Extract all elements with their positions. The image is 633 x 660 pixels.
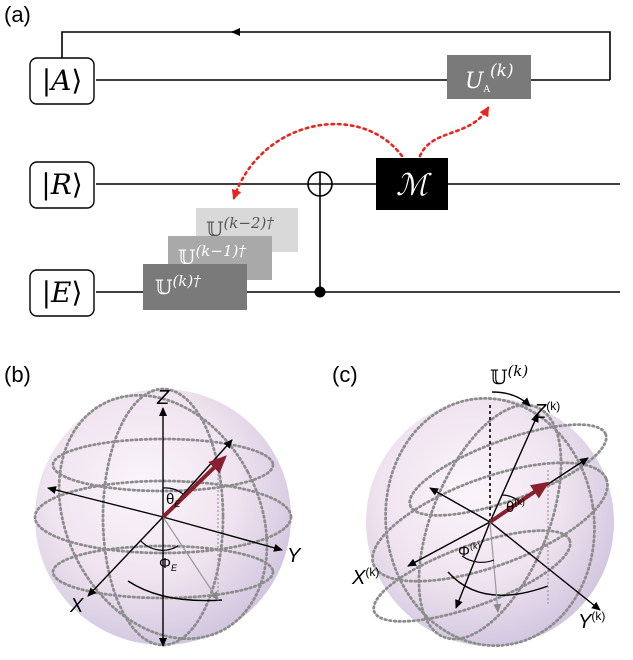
theta-label-c: θ(k) (506, 497, 525, 516)
phi-label-c: Φ(k) (458, 541, 480, 560)
measurement-symbol: ℳ (396, 168, 432, 203)
axis-label-x-c: X(k) (351, 565, 379, 589)
panel-label-c: (c) (332, 362, 358, 387)
cnot-gate (307, 171, 333, 292)
svg-text:𝕌(k−1)†: 𝕌(k−1)† (178, 242, 246, 269)
bloch-vector-b (161, 455, 227, 519)
svg-text:𝕌(k)†: 𝕌(k)† (155, 272, 201, 299)
axis-label-z-b: Z (156, 387, 170, 409)
bloch-sphere-c (366, 396, 614, 648)
ket-r-label: R (50, 168, 72, 201)
axis-label-z-c: Z(k) (533, 399, 560, 423)
ket-e-label: E (50, 276, 71, 309)
feedback-arrow-to-ua (418, 106, 490, 158)
rotation-arrow-c (491, 391, 531, 407)
cnot-control-dot (314, 286, 326, 298)
bloch-vector-c (488, 481, 550, 524)
ket-a-label: A (48, 64, 71, 97)
feedback-loop-wire (61, 28, 611, 80)
svg-text:|R⟩: |R⟩ (41, 168, 82, 201)
feedback-arrow-to-u (231, 122, 404, 200)
panel-label-a: (a) (4, 2, 31, 27)
u-stack-k: 𝕌(k)† (143, 264, 247, 310)
gate-ua: UA(k) (447, 55, 531, 99)
axis-label-y-c: Y(k) (578, 609, 605, 633)
axis-label-y-b: Y (287, 545, 302, 567)
theta-label-b: θE (166, 491, 181, 509)
rotation-label-c: 𝕌(k) (490, 362, 528, 389)
gate-measurement: ℳ (376, 158, 448, 210)
ket-a: |A⟩ (29, 57, 95, 105)
ket-e: |E⟩ (29, 269, 95, 317)
svg-text:|E⟩: |E⟩ (42, 276, 83, 309)
axis-label-x-b: X (69, 595, 84, 617)
svg-text:𝕌(k−2)†: 𝕌(k−2)† (206, 214, 274, 241)
panel-label-b: (b) (4, 362, 31, 387)
svg-text:|A⟩: |A⟩ (42, 64, 83, 97)
bloch-sphere-b (33, 387, 293, 647)
phi-label-b: ΦE (159, 555, 178, 573)
ket-r: |R⟩ (29, 161, 95, 209)
svg-text:UA(k): UA(k) (465, 61, 514, 95)
